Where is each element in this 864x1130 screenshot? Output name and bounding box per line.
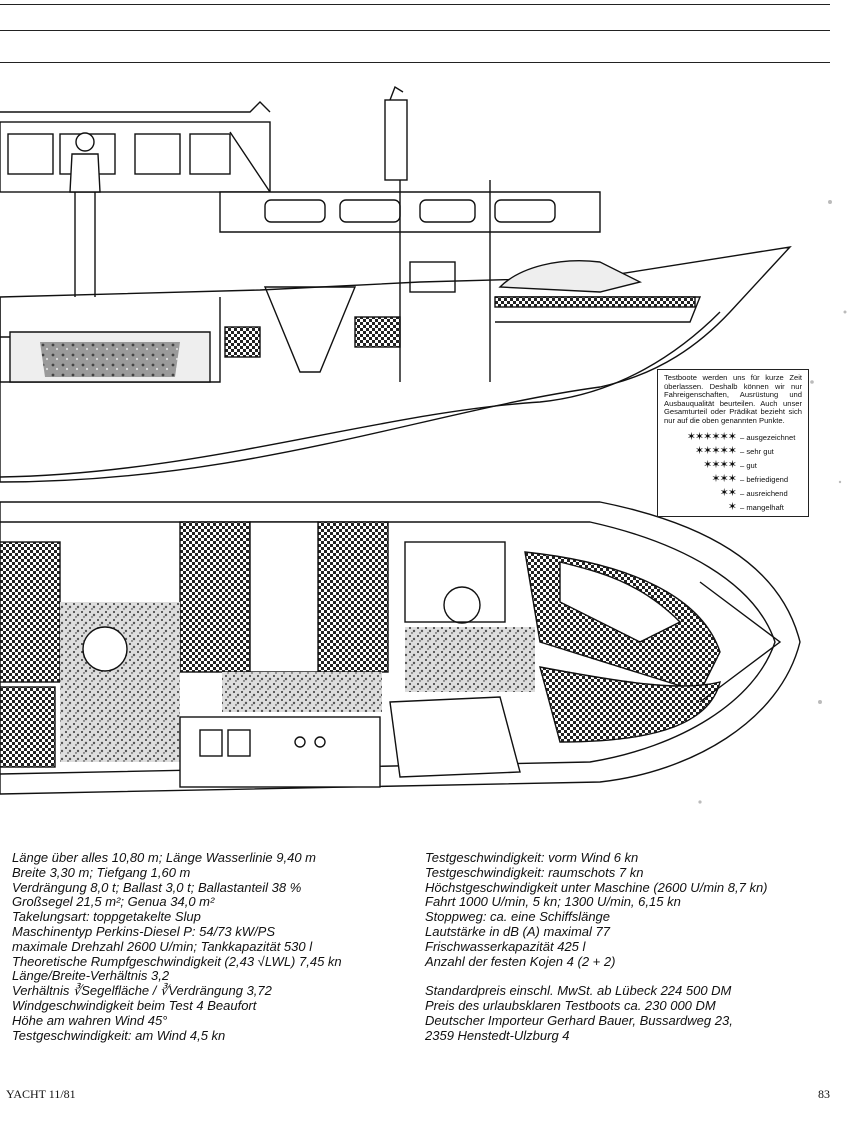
rating-row: ✶✶✶✶– gut	[664, 459, 802, 473]
spec-line: Verdrängung 8,0 t; Ballast 3,0 t; Ballas…	[12, 879, 302, 895]
background-speckle	[698, 200, 847, 804]
spec-line: Testgeschwindigkeit: vorm Wind 6 kn	[425, 850, 639, 865]
spec-line: Großsegel 21,5 m²; Genua 34,0 m²	[12, 894, 215, 910]
spec-line: Lautstärke in dB (A) maximal 77	[425, 923, 610, 939]
boat-drawing	[0, 85, 847, 804]
star-icon: ✶	[727, 501, 737, 514]
side-elevation	[0, 85, 792, 483]
spec-line: Höchstgeschwindigkeit unter Maschine (26…	[425, 879, 768, 895]
rating-label: – ausgezeichnet	[740, 433, 796, 443]
spec-line: Stoppweg: ca. eine Schiffslänge	[425, 909, 611, 925]
spec-line: Frischwasserkapazität 425 l	[425, 938, 586, 954]
rating-legend: Testboote werden uns für kurze Zeit über…	[657, 369, 809, 517]
rating-label: – befriedigend	[740, 475, 789, 485]
spec-line: Länge über alles 10,80 m; Länge Wasserli…	[12, 850, 317, 865]
spec-line: Windgeschwindigkeit beim Test 4 Beaufort	[12, 997, 257, 1013]
spec-line: Länge/Breite-Verhältnis 3,2	[12, 968, 170, 984]
rating-row: ✶✶✶– befriedigend	[664, 473, 802, 487]
rating-row: ✶– mangelhaft	[664, 501, 802, 515]
rating-row: ✶✶✶✶✶✶– ausgezeichnet	[664, 431, 802, 445]
top-rule-3	[0, 62, 830, 63]
spec-line: Anzahl der festen Kojen 4 (2 + 2)	[425, 953, 616, 969]
spec-line: 2359 Henstedt-Ulzburg 4	[425, 1027, 570, 1043]
spec-line: maximale Drehzahl 2600 U/min; Tankkapazi…	[12, 938, 313, 954]
rating-row: ✶✶– ausreichend	[664, 487, 802, 501]
plan-view	[0, 501, 801, 795]
page-number: 83	[818, 1087, 830, 1101]
star-icon: ✶✶	[719, 487, 737, 500]
spec-line: Testgeschwindigkeit: raumschots 7 kn	[425, 864, 644, 880]
spec-line	[425, 969, 768, 984]
spec-line: Verhältnis ∛Segelfläche / ∛Verdrängung 3…	[12, 983, 272, 999]
rating-label: – ausreichend	[740, 489, 788, 499]
spec-line: Maschinentyp Perkins-Diesel P: 54/73 kW/…	[12, 923, 275, 939]
specs-right-column: Testgeschwindigkeit: vorm Wind 6 kn Test…	[425, 850, 768, 1043]
spec-line: Höhe am wahren Wind 45°	[12, 1012, 168, 1028]
spec-line: Theoretische Rumpfgeschwindigkeit (2,43 …	[12, 953, 342, 969]
star-icon: ✶✶✶✶✶✶	[686, 431, 737, 444]
legend-intro: Testboote werden uns für kurze Zeit über…	[664, 373, 802, 425]
star-icon: ✶✶✶✶✶	[694, 445, 737, 458]
rating-label: – gut	[740, 461, 757, 471]
spec-line: Standardpreis einschl. MwSt. ab Lübeck 2…	[425, 983, 732, 999]
rating-row: ✶✶✶✶✶– sehr gut	[664, 445, 802, 459]
rating-label: – mangelhaft	[740, 503, 784, 513]
spec-line: Fahrt 1000 U/min, 5 kn; 1300 U/min, 6,15…	[425, 894, 681, 910]
spec-line: Preis des urlaubsklaren Testboots ca. 23…	[425, 997, 716, 1013]
spec-line: Takelungsart: toppgetakelte Slup	[12, 909, 201, 925]
magazine-issue: YACHT 11/81	[6, 1087, 76, 1101]
spec-line: Testgeschwindigkeit: am Wind 4,5 kn	[12, 1027, 226, 1043]
star-icon: ✶✶✶	[711, 473, 737, 486]
spec-line: Breite 3,30 m; Tiefgang 1,60 m	[12, 864, 191, 880]
top-rule-2	[0, 30, 830, 31]
top-rule-1	[0, 4, 830, 5]
rating-label: – sehr gut	[740, 447, 774, 457]
specs-left-column: Länge über alles 10,80 m; Länge Wasserli…	[12, 850, 342, 1043]
spec-line: Deutscher Importeur Gerhard Bauer, Bussa…	[425, 1012, 733, 1028]
star-icon: ✶✶✶✶	[703, 459, 737, 472]
